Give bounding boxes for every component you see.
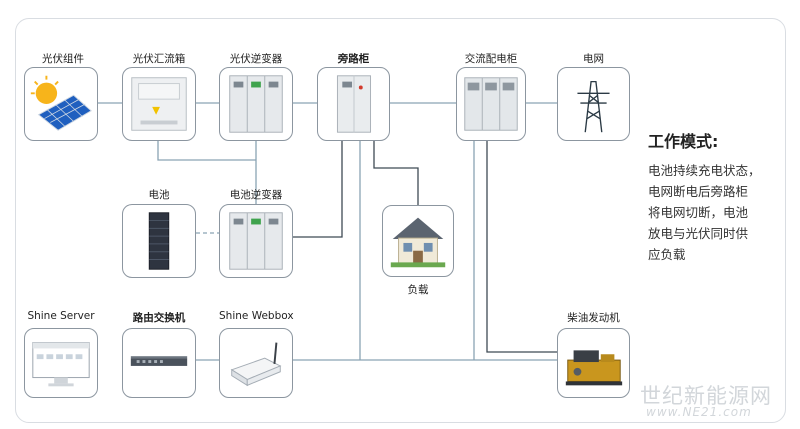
watermark-text: 世纪新能源网 xyxy=(640,384,772,408)
battery-node[interactable] xyxy=(122,204,196,278)
ac-distribution-label: 交流配电柜 xyxy=(464,53,518,65)
combiner-box-label: 光伏汇流箱 xyxy=(132,53,186,65)
battery-inverter-node[interactable] xyxy=(219,204,293,278)
bypass-cabinet-label: 旁路柜 xyxy=(337,53,370,65)
solar-panel-icon xyxy=(30,75,92,131)
grid-label: 电网 xyxy=(583,53,604,65)
inverter-cabinet-icon xyxy=(229,75,283,133)
wire-bypass-batinv xyxy=(293,140,343,238)
shine-webbox-label: Shine Webbox xyxy=(219,310,294,322)
diesel-generator-label: 柴油发动机 xyxy=(567,312,620,324)
router-switch-label: 路由交换机 xyxy=(132,312,186,324)
router-switch-node[interactable] xyxy=(122,328,196,398)
pv-module-label: 光伏组件 xyxy=(42,53,84,65)
pv-module-node[interactable] xyxy=(24,67,98,141)
pv-inverter-node[interactable] xyxy=(219,67,293,141)
work-mode-title: 工作模式: xyxy=(648,132,719,151)
wire-bypass-load xyxy=(373,140,419,205)
watermark-url: www.NE21.com xyxy=(646,405,752,419)
wire-ac-generator xyxy=(486,140,557,353)
combiner-box-icon xyxy=(131,77,187,131)
generator-icon xyxy=(565,350,623,386)
wire-combiner-battery xyxy=(157,140,256,161)
work-mode-line: 将电网切断，电池 xyxy=(648,205,749,220)
power-tower-icon xyxy=(577,80,610,133)
distribution-cabinet-icon xyxy=(464,77,518,131)
combiner-box-node[interactable] xyxy=(122,67,196,141)
pv-inverter-label: 光伏逆变器 xyxy=(229,53,283,65)
ac-distribution-node[interactable] xyxy=(456,67,526,141)
load-label: 负载 xyxy=(407,284,429,296)
diesel-generator-node[interactable] xyxy=(557,328,630,398)
house-icon xyxy=(390,217,446,268)
work-mode-line: 电网断电后旁路柜 xyxy=(648,184,749,199)
work-mode-line: 电池持续充电状态， xyxy=(648,163,761,178)
network-switch-icon xyxy=(130,356,188,366)
shine-webbox-node[interactable] xyxy=(219,328,293,398)
bypass-cabinet-icon xyxy=(336,75,372,133)
webbox-device-icon xyxy=(230,342,282,387)
load-node[interactable] xyxy=(382,205,454,277)
monitor-icon xyxy=(32,342,90,387)
grid-node[interactable] xyxy=(557,67,630,141)
inverter-cabinet-icon xyxy=(229,212,283,270)
work-mode-description: 电池持续充电状态， 电网断电后旁路柜 将电网切断，电池 放电与光伏同时供 应负载 xyxy=(648,160,768,265)
battery-inverter-label: 电池逆变器 xyxy=(229,189,283,201)
work-mode-line: 放电与光伏同时供 xyxy=(648,226,749,241)
shine-server-label: Shine Server xyxy=(27,310,95,322)
bypass-cabinet-node[interactable] xyxy=(317,67,390,141)
battery-label: 电池 xyxy=(148,189,170,201)
battery-rack-icon xyxy=(148,212,170,270)
diagram-frame xyxy=(15,18,786,423)
work-mode-line: 应负载 xyxy=(648,247,686,262)
shine-server-node[interactable] xyxy=(24,328,98,398)
